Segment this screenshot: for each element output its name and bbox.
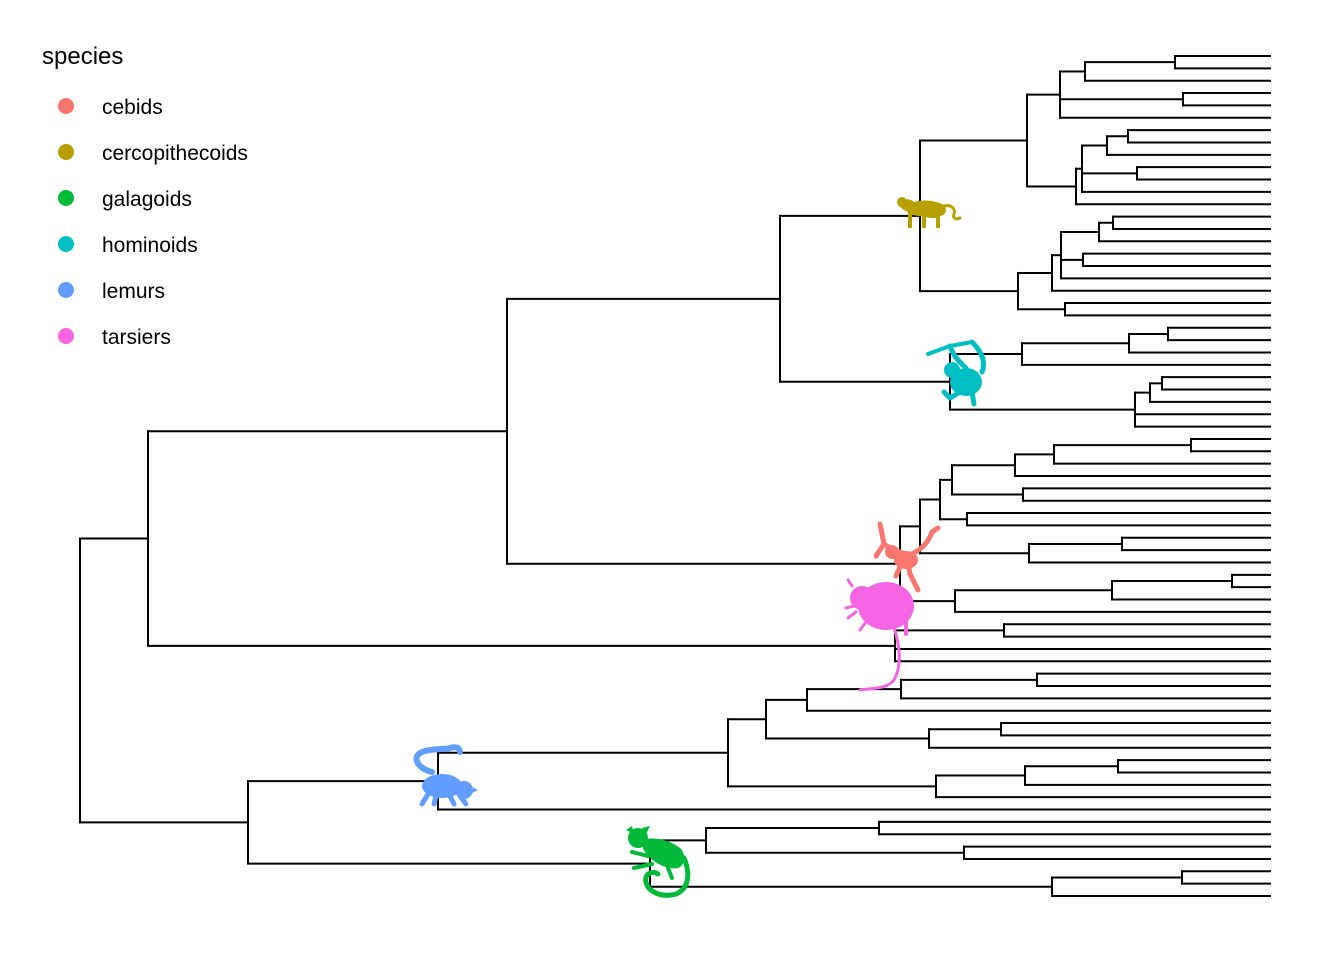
legend-label: cebids: [102, 96, 163, 119]
legend-items: cebids cercopithecoids galagoids hominoids l…: [58, 96, 248, 349]
ring-tailed-lemur-silhouette-icon: [413, 744, 478, 807]
legend-label: tarsiers: [102, 326, 171, 349]
tarsier-silhouette-icon: [844, 578, 914, 692]
legend-label: cercopithecoids: [102, 142, 248, 165]
legend-title: species: [42, 43, 123, 70]
legend-label: hominoids: [102, 234, 198, 257]
legend: species cebids cercopithecoids galagoids ho…: [42, 43, 248, 349]
legend-item-tarsiers: tarsiers: [58, 326, 171, 349]
legend-key-dot: [58, 282, 74, 298]
legend-item-cebids: cebids: [58, 96, 163, 119]
monkey-walking-silhouette-icon: [897, 197, 962, 228]
legend-label: galagoids: [102, 188, 192, 211]
legend-key-dot: [58, 236, 74, 252]
legend-label: lemurs: [102, 280, 165, 303]
legend-key-dot: [58, 98, 74, 114]
clade-silhouettes: [413, 197, 987, 898]
gibbon-hanging-silhouette-icon: [926, 339, 987, 407]
legend-item-galagoids: galagoids: [58, 188, 192, 211]
legend-key-dot: [58, 190, 74, 206]
spider-monkey-silhouette-icon: [873, 521, 941, 593]
legend-key-dot: [58, 144, 74, 160]
legend-item-hominoids: hominoids: [58, 234, 198, 257]
galago-silhouette-icon: [626, 826, 691, 898]
legend-item-lemurs: lemurs: [58, 280, 165, 303]
legend-item-cercopithecoids: cercopithecoids: [58, 142, 248, 165]
phylogenetic-tree: [79, 55, 1271, 897]
legend-key-dot: [58, 328, 74, 344]
